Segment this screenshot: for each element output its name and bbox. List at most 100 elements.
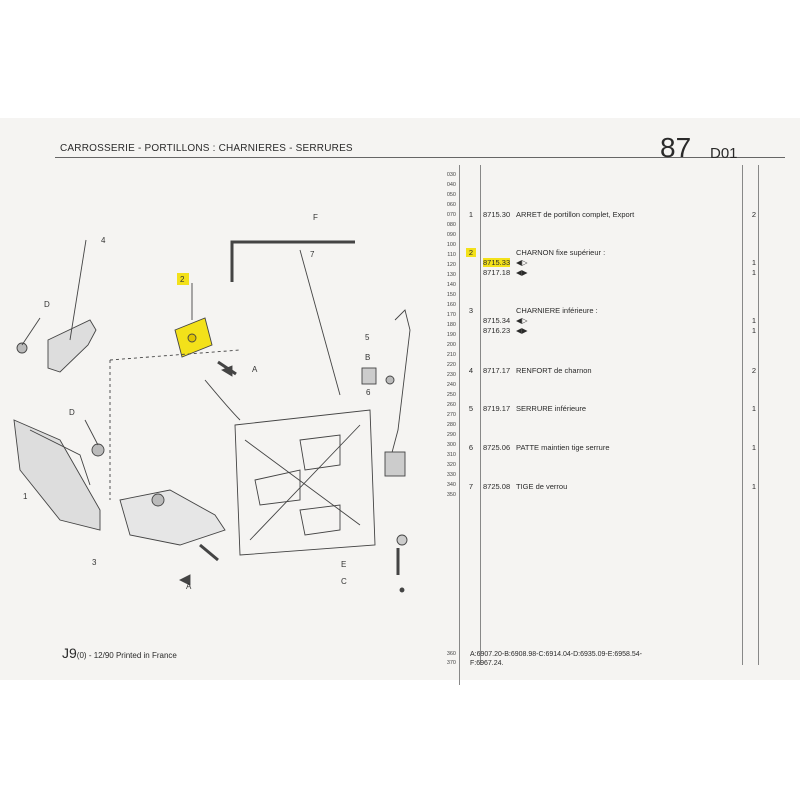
label-a-upper: A (252, 365, 258, 374)
parts-row[interactable]: 8715.33 ◀▷ 1 (466, 258, 766, 270)
legend-line: A:6907.20-B:6908.98-C:6914.04-D:6935.09-… (470, 651, 643, 658)
patte-maintien (361, 367, 377, 385)
legend-line: F:6967.24. (470, 660, 504, 667)
part-idx: 3 (468, 306, 474, 315)
part-qty: 1 (751, 482, 757, 491)
part-qty: 1 (751, 443, 757, 452)
part-qty: 1 (751, 316, 757, 325)
part-desc: PATTE maintien tige serrure (516, 443, 610, 452)
line-number: 290 (446, 432, 456, 438)
part-ref: 8725.06 (483, 443, 511, 452)
line-number: 180 (446, 322, 456, 328)
label-c: C (341, 577, 347, 586)
line-number: 030 (446, 172, 456, 178)
header-rule (55, 157, 785, 158)
print-info: J9(0) - 12/90 Printed in France (62, 645, 177, 661)
page-number: 87 (660, 132, 692, 163)
page-code: D01 (710, 145, 738, 162)
line-number: 310 (446, 452, 456, 458)
parts-row[interactable]: 2 CHARNON fixe supérieur : (466, 248, 766, 260)
part-desc: ◀▶ (516, 268, 528, 277)
label-a-lower: A (186, 582, 192, 591)
part-qty: 1 (751, 326, 757, 335)
renfort-bracket (47, 319, 97, 373)
fastener-legend: A:6907.20-B:6908.98-C:6914.04-D:6935.09-… (470, 650, 730, 668)
part-ref: 8717.18 (483, 268, 511, 277)
label-e: E (341, 560, 347, 569)
rule-qty-left (742, 165, 743, 665)
part-desc: ◀▷ (516, 258, 528, 267)
line-number: 050 (446, 192, 456, 198)
footer-line-number: 370 (446, 660, 456, 666)
label-4: 4 (101, 236, 106, 245)
line-number: 320 (446, 462, 456, 468)
line-number: 100 (446, 242, 456, 248)
label-2: 2 (180, 275, 185, 284)
line-number: 160 (446, 302, 456, 308)
line-number: 240 (446, 382, 456, 388)
catalog-page (0, 118, 800, 680)
bolt-a-lower (199, 543, 219, 562)
door-frame (234, 409, 376, 556)
part-ref: 8715.30 (483, 210, 511, 219)
part-desc: CHARNON fixe supérieur : (516, 248, 606, 257)
parts-row[interactable]: 1 8715.30 ARRET de portillon complet, Expo… (466, 210, 766, 222)
rule-index (480, 165, 481, 665)
part-ref: 8716.23 (483, 326, 511, 335)
part-qty: 1 (751, 258, 757, 267)
part-idx: 1 (468, 210, 474, 219)
section-title: CARROSSERIE - PORTILLONS : CHARNIERES - … (60, 143, 353, 154)
label-1: 1 (23, 492, 28, 501)
parts-row[interactable]: 8715.34 ◀▷ 1 (466, 316, 766, 328)
line-number: 150 (446, 292, 456, 298)
part-ref: 8717.17 (483, 366, 511, 375)
part-idx: 5 (468, 404, 474, 413)
line-number: 220 (446, 362, 456, 368)
parts-row[interactable]: 6 8725.06 PATTE maintien tige serrure 1 (466, 443, 766, 455)
part-ref: 8719.17 (483, 404, 511, 413)
part-qty: 1 (751, 268, 757, 277)
parts-row[interactable]: 3 CHARNIERE inférieure : (466, 306, 766, 318)
part-idx: 6 (468, 443, 474, 452)
part-idx: 7 (468, 482, 474, 491)
part-qty: 2 (751, 366, 757, 375)
line-number: 170 (446, 312, 456, 318)
footer-line-numbers: 360 370 (430, 650, 456, 668)
line-number: 330 (446, 472, 456, 478)
bolt-d-lower (91, 443, 105, 457)
line-number: 070 (446, 212, 456, 218)
part-desc: ◀▷ (516, 316, 528, 325)
label-7: 7 (310, 250, 315, 259)
part-qty: 2 (751, 210, 757, 219)
part-desc: RENFORT de charnon (516, 366, 592, 375)
line-number: 210 (446, 352, 456, 358)
part-ref: 8715.34 (483, 316, 511, 325)
print-code: J9 (62, 645, 77, 661)
line-number: 140 (446, 282, 456, 288)
part-desc: ◀▶ (516, 326, 528, 335)
line-number: 270 (446, 412, 456, 418)
line-number: 190 (446, 332, 456, 338)
line-number: 250 (446, 392, 456, 398)
part-idx: 2 (466, 248, 476, 257)
label-6: 6 (366, 388, 371, 397)
part-desc: CHARNIERE inférieure : (516, 306, 598, 315)
line-number: 230 (446, 372, 456, 378)
line-number: 120 (446, 262, 456, 268)
parts-row[interactable]: 8716.23 ◀▶ 1 (466, 326, 766, 338)
label-b: B (365, 353, 371, 362)
tige-de-verrou (230, 240, 355, 282)
label-f: F (313, 213, 318, 222)
footer-line-number: 360 (446, 651, 456, 657)
print-date: - 12/90 Printed in France (88, 651, 177, 660)
charniere-inferieure (13, 419, 101, 531)
rule-qty-right (758, 165, 759, 665)
line-number: 110 (447, 252, 456, 258)
part-desc: ARRET de portillon complet, Export (516, 210, 635, 219)
part-ref: 8715.33 (483, 258, 511, 267)
parts-row[interactable]: 8717.18 ◀▶ 1 (466, 268, 766, 280)
part-ref: 8725.08 (483, 482, 511, 491)
